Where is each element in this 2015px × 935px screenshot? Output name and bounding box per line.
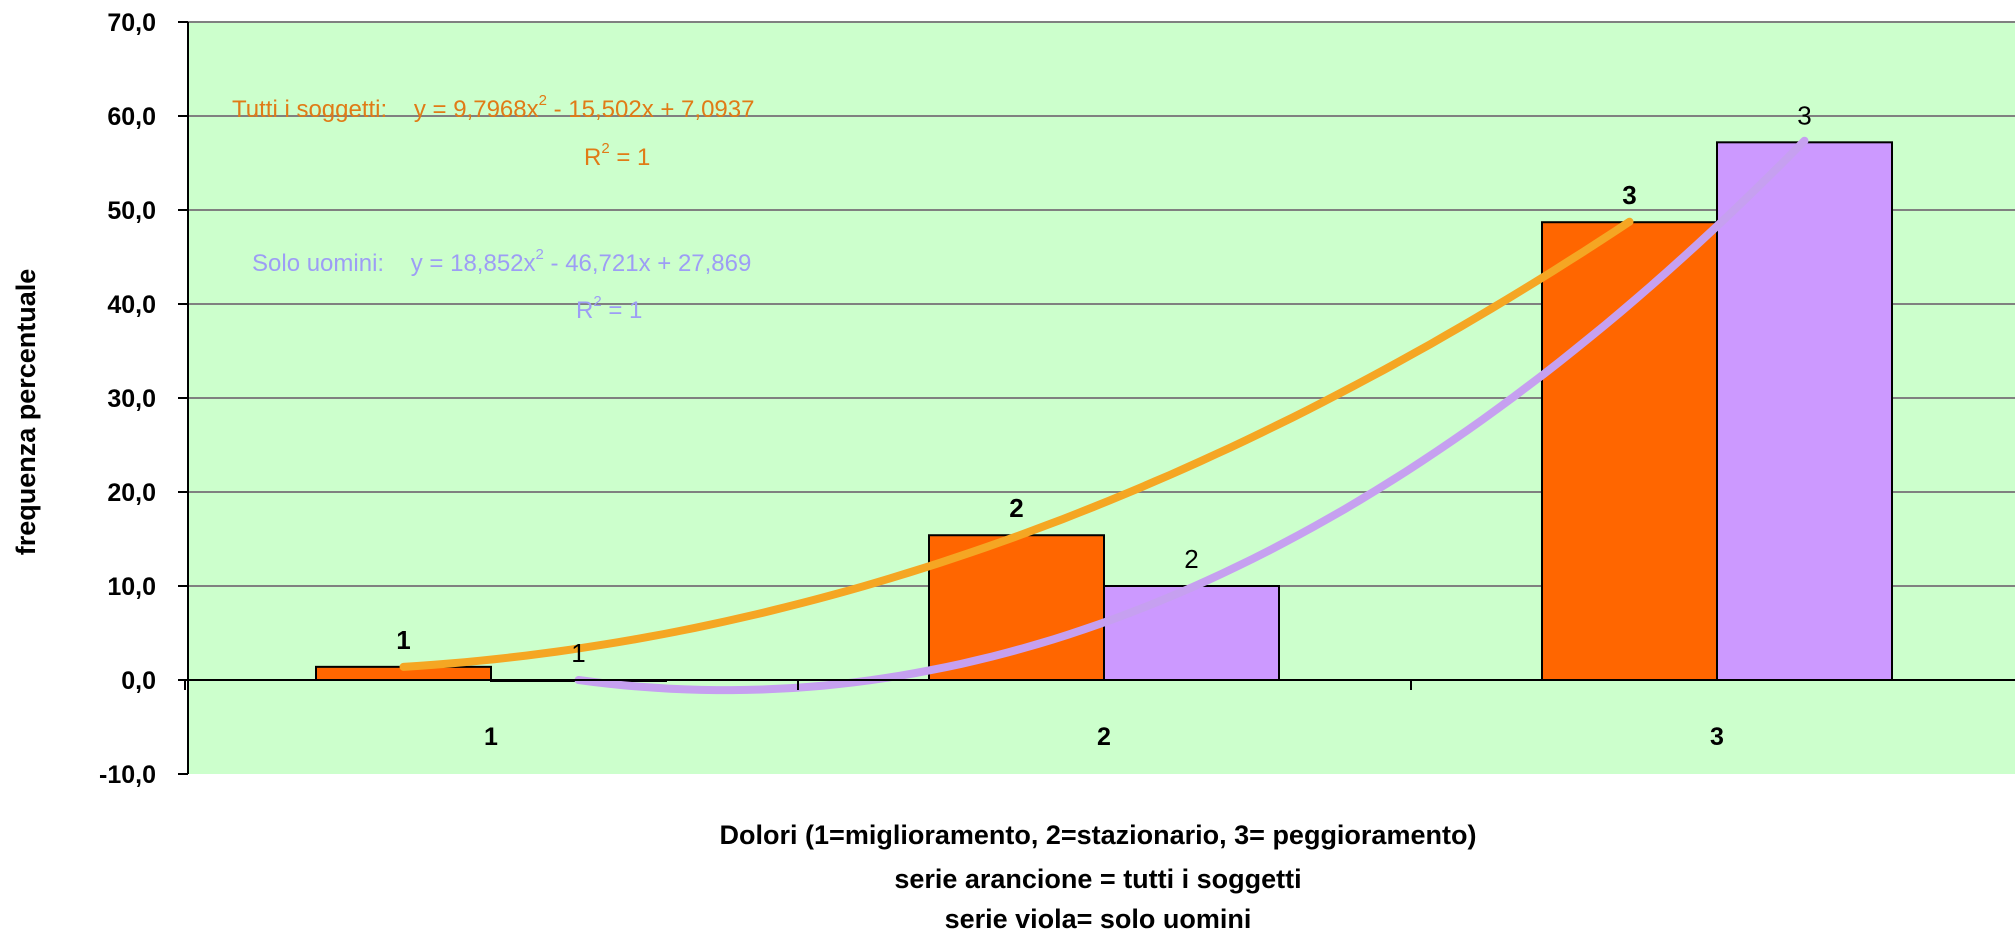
x-tick-label: 2 [1097,723,1111,751]
x-tick-label: 1 [484,723,498,751]
y-tick-label: 20,0 [107,479,156,507]
r2-tutti-r: R [584,144,601,171]
bar-uomini-3 [1716,141,1893,681]
y-tick-label: -10,0 [99,761,156,789]
y-tick-label: 10,0 [107,573,156,601]
y-tick-label: 0,0 [121,667,156,695]
x-axis-label-line-3: serie viola= solo uomini [945,904,1252,934]
y-tick-label: 40,0 [107,291,156,319]
equation-uomini-formula: y = 18,852x [411,250,536,277]
equation-tutti-formula: y = 9,7968x [414,96,539,123]
bars [315,141,1893,682]
data-label-tutti-3: 3 [1622,180,1636,210]
r2-uomini-rest: = 1 [602,297,643,324]
data-label-tutti-1: 1 [396,625,410,655]
x-tick-label: 3 [1710,723,1724,751]
r2-tutti: R2 = 1 [584,140,650,171]
r2-uomini-superscript: 2 [593,293,601,310]
equation-tutti-formula-rest: - 15,502x + 7,0937 [547,96,755,123]
r2-uomini-r: R [576,297,593,324]
trendlines [399,136,1809,695]
trendline-uomini [574,136,1809,695]
r2-tutti-rest: = 1 [610,144,651,171]
data-label-tutti-2: 2 [1009,493,1023,523]
data-label-uomini-3: 3 [1797,100,1811,130]
y-tick-label: 30,0 [107,385,156,413]
y-tick-label: 50,0 [107,197,156,225]
x-axis-label-line-1: Dolori (1=miglioramento, 2=stazionario, … [720,820,1477,850]
equation-uomini-formula-rest: - 46,721x + 27,869 [544,250,752,277]
y-tick-label: 60,0 [107,103,156,131]
axes [178,21,2015,775]
r2-uomini: R2 = 1 [576,293,642,324]
gridlines [188,21,2015,587]
bar-tutti-3 [1541,221,1718,681]
bar-uomini-2 [1103,585,1280,681]
equation-uomini: Solo uomini: y = 18,852x2 - 46,721x + 27… [252,246,751,277]
y-tick-label: 70,0 [107,9,156,37]
data-labels: 1 2 3 1 2 3 [396,100,1811,668]
equation-uomini-superscript: 2 [536,246,544,263]
data-label-uomini-2: 2 [1184,544,1198,574]
equation-tutti-label: Tutti i soggetti: [232,96,387,123]
equation-tutti: Tutti i soggetti: y = 9,7968x2 - 15,502x… [232,92,754,123]
x-axis-label-line-2: serie arancione = tutti i soggetti [894,864,1301,894]
tick-labels: -10,0 0,0 10,0 20,0 30,0 40,0 50,0 60,0 70,0 1 2 3 [99,9,1724,789]
y-axis-label: frequenza percentuale [11,269,41,556]
data-label-uomini-1: 1 [571,638,585,668]
trendline-tutti [399,217,1634,671]
r2-tutti-superscript: 2 [601,140,609,157]
equation-tutti-superscript: 2 [539,92,547,109]
equation-uomini-label: Solo uomini: [252,250,384,277]
